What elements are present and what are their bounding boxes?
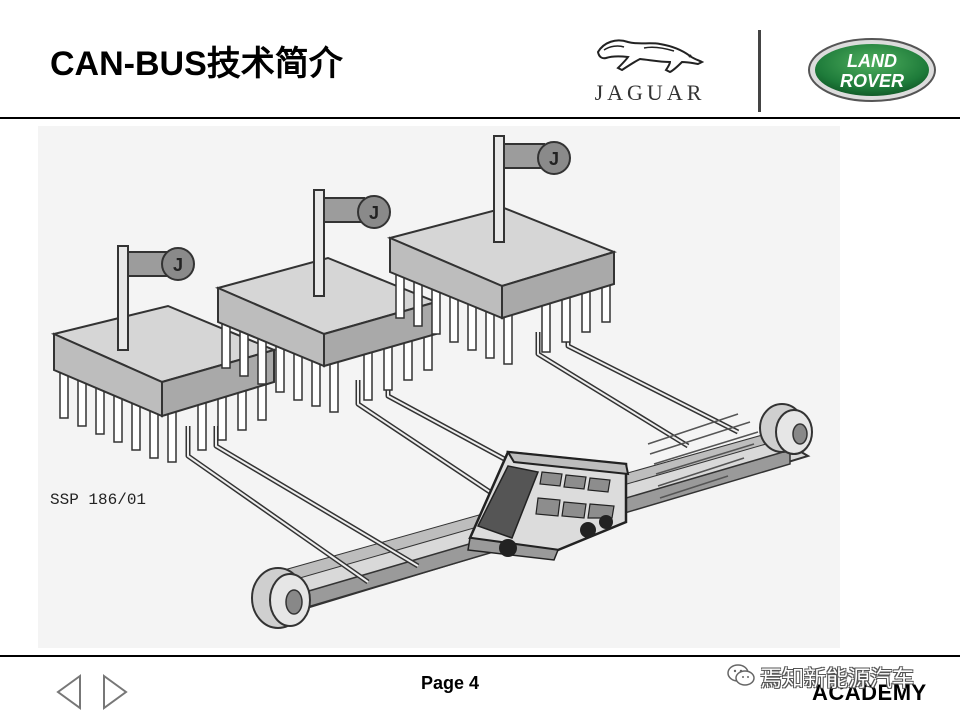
illustration-caption: SSP 186/01 [50,491,146,509]
logo-divider [758,30,761,112]
landrover-logo-line1: LAND [847,51,897,71]
next-slide-arrow-icon[interactable] [100,672,130,712]
control-module-3: J [386,135,618,365]
watermark-text: 焉知新能源汽车 [760,667,915,692]
jaguar-wordmark: JAGUAR [594,80,706,105]
page-number: Page 4 [420,673,480,693]
previous-slide-arrow-icon[interactable] [54,672,84,712]
jaguar-logo: JAGUAR [580,32,720,112]
speed-lines [647,413,759,499]
module-1-flag-letter: J [173,255,183,275]
wechat-icon [727,664,755,686]
bus-icon [467,450,630,561]
footer-rule [0,655,960,657]
control-module-2: J [214,189,440,413]
module-3-flag-letter: J [549,149,559,169]
roller-right [759,403,813,455]
landrover-logo-line2: ROVER [840,71,904,91]
header-rule [0,117,960,119]
academy-label: ACADEMY [812,680,927,705]
page-title: CAN-BUS技术简介 [50,45,343,83]
can-bus-illustration: J J J [38,126,840,648]
landrover-logo: LAND ROVER [808,38,936,102]
module-2-flag-letter: J [369,203,379,223]
watermark: 焉知新能源汽车 [726,659,960,692]
roller-left [251,567,311,629]
jaguar-leaper-icon [596,39,704,74]
